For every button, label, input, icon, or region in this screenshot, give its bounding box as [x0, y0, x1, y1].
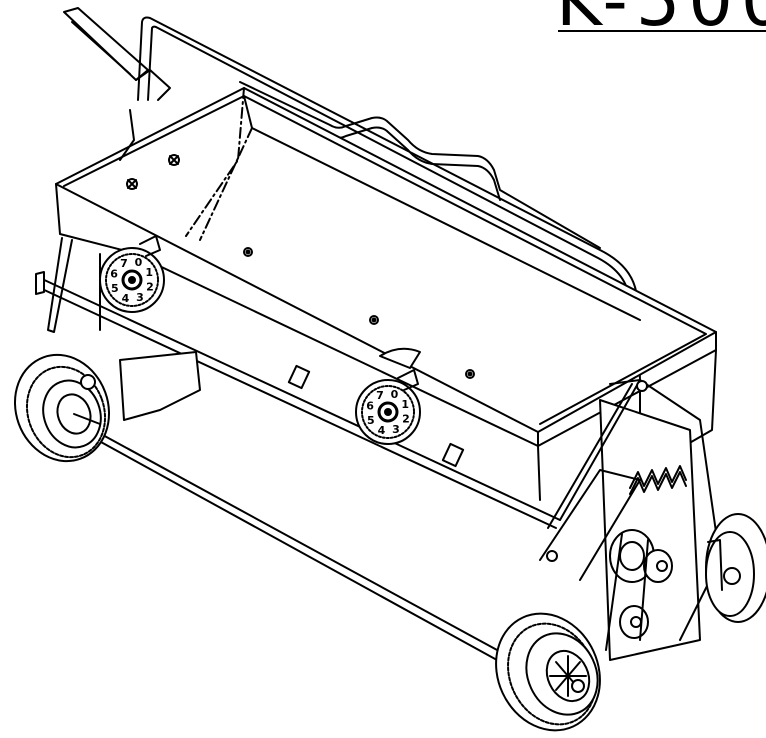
dial-number: 3 — [392, 423, 400, 436]
dial-number: 6 — [110, 268, 118, 281]
right-rear-wheel — [705, 513, 766, 623]
dial-number: 0 — [135, 256, 143, 269]
dial-number: 4 — [378, 424, 386, 437]
dial-number: 7 — [120, 257, 128, 270]
dial-number: 7 — [376, 389, 384, 402]
agitator-shaft — [35, 271, 561, 529]
dial-number: 0 — [391, 388, 399, 401]
dial-number: 5 — [367, 414, 375, 427]
handle-bar — [63, 7, 171, 101]
spring — [629, 465, 687, 495]
title-underline — [558, 30, 766, 32]
left-bracket — [47, 109, 201, 421]
left-wheel — [13, 353, 111, 463]
axle — [89, 427, 531, 677]
drive-pulleys — [605, 529, 673, 651]
hopper — [55, 87, 717, 501]
dial-number: 3 — [136, 291, 144, 304]
dial-number: 1 — [401, 398, 409, 411]
drive-assembly — [539, 379, 721, 661]
hopper-holes — [126, 154, 475, 379]
dial-number: 2 — [146, 281, 154, 294]
dial-number: 5 — [111, 282, 119, 295]
dial-number: 6 — [366, 400, 374, 413]
dial-number: 2 — [402, 413, 410, 426]
right-front-wheel — [495, 612, 601, 732]
dial-number: 4 — [122, 292, 130, 305]
dial-number: 1 — [145, 266, 153, 279]
